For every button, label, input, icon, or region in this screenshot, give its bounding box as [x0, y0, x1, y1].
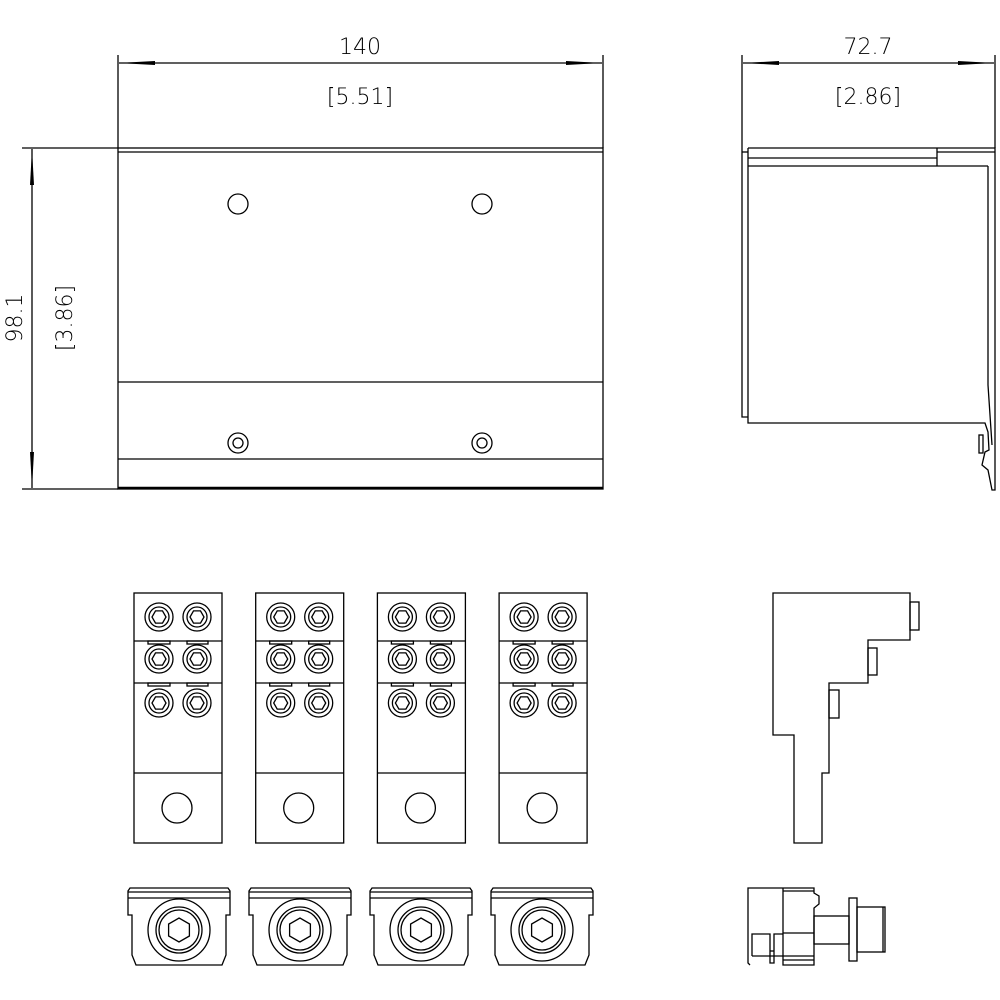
screw [266, 602, 296, 632]
hex-socket-icon [554, 610, 570, 624]
screw [509, 644, 539, 674]
hex-socket-icon [516, 652, 532, 666]
terminal-end-view [127, 887, 231, 966]
screw [547, 602, 577, 632]
width-in-label: [5.51] [327, 85, 393, 110]
depth-in-label: [2.86] [835, 85, 901, 110]
hex-socket-icon [189, 610, 205, 624]
screw [425, 644, 456, 674]
screw [182, 602, 212, 632]
screw [547, 688, 577, 718]
width-dimension: 140 [5.51] [117, 35, 604, 148]
terminal-collar [147, 898, 211, 962]
terminal-collar [510, 898, 574, 962]
terminal-end-view [248, 887, 352, 966]
screw [387, 644, 418, 674]
terminal-collar [389, 898, 453, 962]
hex-socket-icon [151, 652, 167, 666]
terminal-blocks-top [133, 592, 588, 844]
screw [144, 688, 174, 718]
hex-socket-icon [530, 917, 554, 943]
terminal-blocks-end [127, 887, 594, 966]
hex-socket-icon [310, 610, 327, 624]
terminal-collar [268, 898, 332, 962]
screw-hole [227, 432, 249, 454]
mounting-hole [471, 193, 493, 215]
terminal-profile-view [772, 592, 920, 844]
front-view [117, 147, 604, 490]
hex-socket-icon [432, 610, 449, 624]
terminal-block [255, 592, 345, 844]
hex-socket-icon [272, 696, 289, 710]
depth-dimension: 72.7 [2.86] [741, 35, 996, 148]
hex-socket-icon [432, 696, 449, 710]
screw-hole [471, 432, 493, 454]
screw [266, 644, 296, 674]
screw [547, 644, 577, 674]
screw [144, 644, 174, 674]
hex-socket-icon [189, 696, 205, 710]
terminal-end-view [369, 887, 473, 966]
terminal-side-view [747, 887, 886, 966]
hex-socket-icon [288, 917, 312, 943]
height-mm-label: 98.1 [3, 294, 28, 343]
terminal-end-view [490, 887, 594, 966]
mounting-hole [404, 792, 437, 824]
screw [182, 644, 212, 674]
terminal-block [133, 592, 223, 844]
height-dimension: 98.1 [3.86] [3, 147, 118, 490]
mounting-hole [526, 792, 558, 824]
screw [304, 688, 334, 718]
hex-socket-icon [554, 696, 570, 710]
screw [182, 688, 212, 718]
screw [304, 602, 334, 632]
screw [144, 602, 174, 632]
mounting-hole [227, 193, 249, 215]
depth-mm-label: 72.7 [844, 35, 893, 60]
terminal-block [498, 592, 588, 844]
height-in-label: [3.86] [53, 285, 78, 351]
mounting-hole [161, 792, 193, 824]
terminal-block [376, 592, 467, 844]
hex-socket-icon [189, 652, 205, 666]
hex-socket-icon [394, 696, 411, 710]
hex-socket-icon [516, 610, 532, 624]
screw [304, 644, 334, 674]
screw [509, 688, 539, 718]
screw [266, 688, 296, 718]
hex-socket-icon [554, 652, 570, 666]
side-view [741, 147, 996, 491]
hex-socket-icon [151, 610, 167, 624]
hex-socket-icon [272, 610, 289, 624]
hex-socket-icon [516, 696, 532, 710]
hex-socket-icon [394, 610, 411, 624]
hex-socket-icon [310, 696, 327, 710]
mounting-hole [283, 792, 315, 824]
hex-socket-icon [151, 696, 167, 710]
screw [387, 602, 418, 632]
screw [509, 602, 539, 632]
width-mm-label: 140 [339, 35, 381, 60]
hex-socket-icon [432, 652, 449, 666]
hex-socket-icon [272, 652, 289, 666]
hex-socket-icon [394, 652, 411, 666]
screw [425, 602, 456, 632]
hex-socket-icon [310, 652, 327, 666]
hex-socket-icon [409, 917, 433, 943]
hex-socket-icon [167, 917, 191, 943]
screw [425, 688, 456, 718]
screw [387, 688, 418, 718]
